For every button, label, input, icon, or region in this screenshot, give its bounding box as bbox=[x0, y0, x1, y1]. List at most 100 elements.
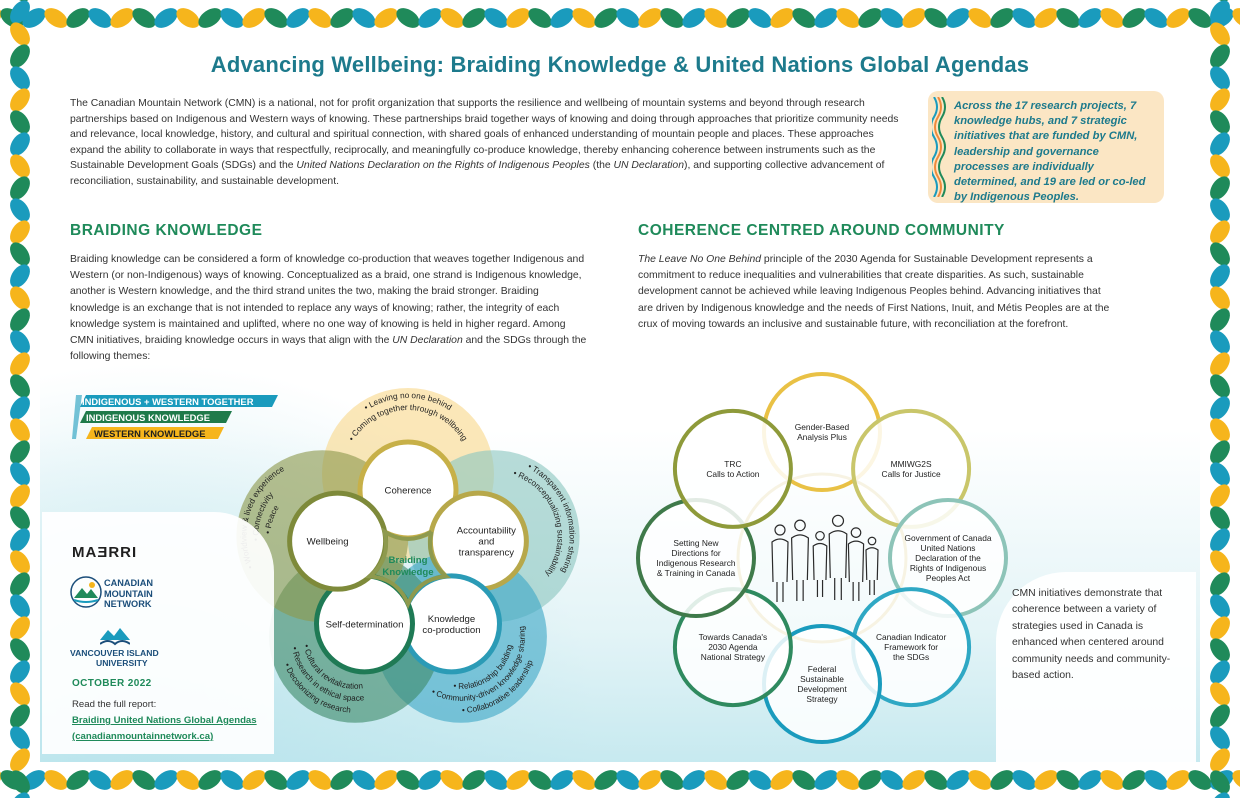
braid-leaf bbox=[814, 8, 838, 28]
braid-leaf bbox=[264, 8, 288, 28]
cmn-logo: CANADIAN MOUNTAIN NETWORK bbox=[70, 574, 190, 616]
legend-indigenous: INDIGENOUS KNOWLEDGE bbox=[86, 412, 210, 423]
strategy-label: Framework for bbox=[884, 642, 938, 652]
braid-leaf bbox=[10, 44, 30, 68]
braid-leaf bbox=[132, 8, 156, 28]
braid-border-right bbox=[1210, 0, 1230, 798]
braid-leaf bbox=[1210, 770, 1230, 794]
braid-leaf bbox=[880, 8, 904, 28]
braid-leaf bbox=[1210, 638, 1230, 662]
braid-leaf bbox=[792, 8, 816, 28]
report-link[interactable]: Braiding United Nations Global Agendas bbox=[72, 715, 257, 726]
braid-leaf bbox=[1210, 374, 1230, 398]
braid-leaf bbox=[836, 770, 860, 790]
braid-leaf bbox=[10, 22, 30, 46]
braid-leaf bbox=[572, 770, 596, 790]
braid-leaf bbox=[1232, 770, 1240, 790]
venn-inner-label: Self-determination bbox=[326, 619, 404, 630]
strategy-label: TRC bbox=[724, 459, 741, 469]
braid-leaf bbox=[1034, 770, 1058, 790]
cmn-logo-text: CANADIAN MOUNTAIN NETWORK bbox=[104, 578, 153, 609]
braid-leaf bbox=[10, 374, 30, 398]
report-url-link[interactable]: (canadianmountainnetwork.ca) bbox=[72, 731, 214, 742]
braid-leaf bbox=[990, 770, 1014, 790]
braid-leaf bbox=[10, 484, 30, 508]
braid-leaf bbox=[638, 8, 662, 28]
strategy-label: the SDGs bbox=[893, 652, 929, 662]
braid-leaf bbox=[10, 132, 30, 156]
braid-leaf bbox=[1210, 308, 1230, 332]
braid-leaf bbox=[10, 550, 30, 574]
braid-leaf bbox=[1210, 682, 1230, 706]
braid-leaf bbox=[176, 770, 200, 790]
braid-leaf bbox=[1210, 462, 1230, 486]
braid-leaf bbox=[792, 770, 816, 790]
braid-legend: INDIGENOUS + WESTERN TOGETHER INDIGENOUS… bbox=[72, 393, 282, 441]
callout-stripes-decoration bbox=[932, 97, 946, 197]
strategy-label: & Training in Canada bbox=[657, 568, 736, 578]
braid-leaf bbox=[1210, 484, 1230, 508]
strategy-label: Sustainable bbox=[800, 674, 844, 684]
braid-leaf bbox=[1210, 132, 1230, 156]
braid-leaf bbox=[946, 770, 970, 790]
braid-leaf bbox=[330, 8, 354, 28]
braid-leaf bbox=[1210, 44, 1230, 68]
braid-leaf bbox=[110, 770, 134, 790]
braid-leaf bbox=[242, 770, 266, 790]
braid-leaf bbox=[286, 770, 310, 790]
braid-leaf bbox=[506, 8, 530, 28]
braid-leaf bbox=[10, 704, 30, 728]
braid-leaf bbox=[638, 770, 662, 790]
braid-leaf bbox=[814, 770, 838, 790]
legend-western: WESTERN KNOWLEDGE bbox=[94, 428, 206, 439]
braid-leaf bbox=[528, 8, 552, 28]
strategy-label: Calls to Action bbox=[706, 469, 759, 479]
braid-leaf bbox=[220, 770, 244, 790]
braid-leaf bbox=[1078, 770, 1102, 790]
venn-center-label: Knowledge bbox=[382, 567, 433, 578]
strategy-label: Peoples Act bbox=[926, 573, 971, 583]
braid-leaf bbox=[1166, 8, 1190, 28]
read-report-label: Read the full report: bbox=[72, 699, 157, 710]
strategy-label: Federal bbox=[808, 664, 837, 674]
viu-logo: VANCOUVER ISLAND UNIVERSITY bbox=[70, 626, 200, 668]
braid-leaf bbox=[10, 220, 30, 244]
braid-leaf bbox=[1210, 748, 1230, 772]
braid-leaf bbox=[572, 8, 596, 28]
braid-leaf bbox=[418, 770, 442, 790]
braid-leaf bbox=[264, 770, 288, 790]
braid-leaf bbox=[748, 770, 772, 790]
braid-leaf bbox=[1012, 770, 1036, 790]
viu-logo-text: VANCOUVER ISLAND UNIVERSITY bbox=[70, 648, 159, 668]
venn-inner-label: Accountability bbox=[457, 526, 516, 537]
braid-leaf bbox=[704, 770, 728, 790]
braid-leaf bbox=[1122, 8, 1146, 28]
braiding-venn-diagram: • Leaving no one behind• Coming together… bbox=[236, 388, 580, 723]
logo-panel bbox=[42, 512, 274, 754]
viu-wave-icon bbox=[100, 628, 130, 646]
strategy-circle bbox=[672, 408, 793, 529]
venn-inner-label: Coherence bbox=[385, 486, 432, 497]
braid-leaf bbox=[1122, 770, 1146, 790]
braid-leaf bbox=[10, 66, 30, 90]
braid-leaf bbox=[594, 8, 618, 28]
braid-leaf bbox=[88, 8, 112, 28]
braid-leaf bbox=[242, 8, 266, 28]
strategy-label: Rights of Indigenous bbox=[910, 563, 986, 573]
braid-leaf bbox=[704, 8, 728, 28]
braid-leaf bbox=[1166, 770, 1190, 790]
braid-leaf bbox=[10, 264, 30, 288]
braid-leaf bbox=[484, 8, 508, 28]
braid-leaf bbox=[1210, 330, 1230, 354]
braid-leaf bbox=[10, 682, 30, 706]
braid-leaf bbox=[66, 8, 90, 28]
venn-inner-label: and bbox=[478, 537, 494, 548]
braid-leaf bbox=[10, 616, 30, 640]
braid-leaf bbox=[1056, 770, 1080, 790]
braid-leaf bbox=[1210, 220, 1230, 244]
braid-leaf bbox=[858, 8, 882, 28]
braid-leaf bbox=[550, 8, 574, 28]
strategy-label: Declaration of the bbox=[915, 553, 981, 563]
braid-leaf bbox=[10, 418, 30, 442]
braid-leaf bbox=[10, 660, 30, 684]
